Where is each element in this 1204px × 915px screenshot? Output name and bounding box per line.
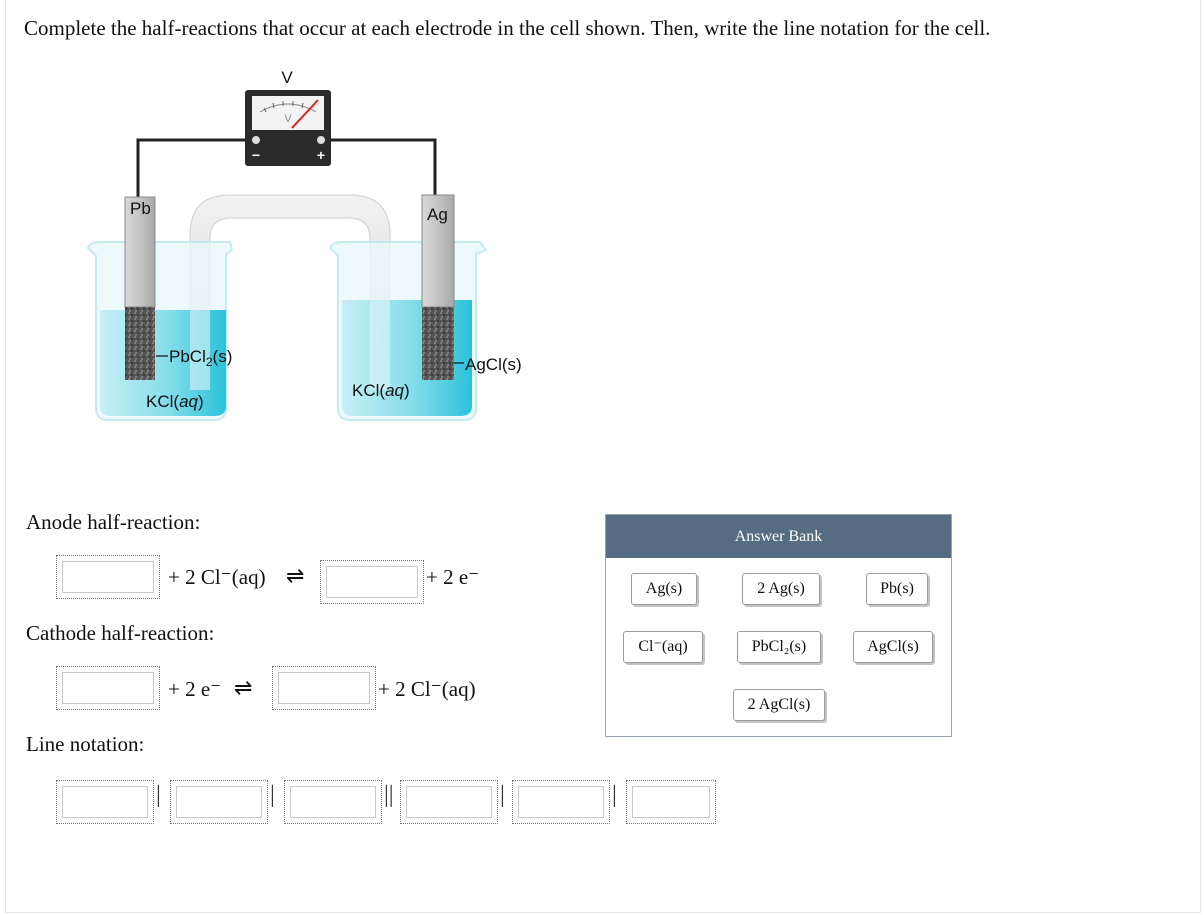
- anode-middle-text: + 2 Cl⁻(aq): [168, 565, 266, 589]
- cathode-tail-text: + 2 Cl⁻(aq): [378, 677, 476, 701]
- ag-label: Ag: [427, 205, 448, 224]
- phase-boundary-3: |: [500, 782, 505, 808]
- cathode-equilibrium-arrow: ⇌: [234, 675, 253, 700]
- tile-cl-aq[interactable]: Cl⁻(aq): [623, 631, 703, 663]
- line-notation-slot-6[interactable]: [626, 780, 716, 824]
- line-notation-slot-3[interactable]: [284, 780, 382, 824]
- phase-boundary-1: |: [156, 782, 161, 808]
- tile-2agcl-s[interactable]: 2 AgCl(s): [733, 689, 825, 721]
- anode-equilibrium-arrow: ⇌: [286, 563, 305, 588]
- pbcl2-label: PbCl2(s): [169, 347, 232, 369]
- anode-reactant-drop[interactable]: [56, 555, 160, 599]
- voltmeter-label: V: [281, 68, 293, 87]
- line-notation-slot-4[interactable]: [400, 780, 498, 824]
- line-notation-slot-5[interactable]: [512, 780, 610, 824]
- answer-bank-title: Answer Bank: [606, 515, 951, 558]
- meter-needle: [291, 99, 319, 129]
- line-notation-slot-2[interactable]: [170, 780, 268, 824]
- plus-terminal: +: [317, 147, 325, 163]
- cathode-reactant-drop[interactable]: [56, 666, 160, 710]
- line-notation-slot-1[interactable]: [56, 780, 154, 824]
- salt-bridge-symbol: ||: [384, 782, 394, 808]
- cell-diagram: V V − + Pb Ag PbCl: [86, 68, 522, 421]
- anode-label: Anode half-reaction:: [26, 510, 201, 534]
- anode-product-drop[interactable]: [320, 560, 424, 604]
- answer-bank: Answer Bank Ag(s) 2 Ag(s) Pb(s) Cl⁻(aq) …: [605, 514, 952, 737]
- tile-pbcl2-s[interactable]: PbCl₂(s): [737, 631, 821, 663]
- agcl-label: AgCl(s): [465, 355, 522, 374]
- line-notation-label: Line notation:: [26, 732, 145, 756]
- tile-agcl-s[interactable]: AgCl(s): [853, 631, 933, 663]
- ag-electrode: Ag: [421, 194, 455, 380]
- pb-label: Pb: [130, 199, 151, 218]
- pb-electrode: Pb: [124, 196, 156, 380]
- minus-terminal: −: [252, 147, 260, 163]
- question-frame: [5, 0, 1201, 913]
- phase-boundary-4: |: [612, 782, 617, 808]
- anode-tail-text: + 2 e⁻: [426, 565, 480, 589]
- tile-ag-s[interactable]: Ag(s): [631, 573, 697, 605]
- wire-left: [136, 138, 245, 200]
- cathode-product-drop[interactable]: [272, 666, 376, 710]
- tile-pb-s[interactable]: Pb(s): [866, 573, 928, 605]
- wire-right: [330, 138, 437, 200]
- phase-boundary-2: |: [270, 782, 275, 808]
- voltmeter: V V − +: [245, 68, 331, 166]
- cathode-middle-text: + 2 e⁻: [168, 677, 222, 701]
- question-text: Complete the half-reactions that occur a…: [24, 16, 991, 40]
- left-kcl-label: KCl(aq): [146, 392, 204, 411]
- right-kcl-label: KCl(aq): [352, 381, 410, 400]
- cathode-label: Cathode half-reaction:: [26, 621, 215, 645]
- tile-2ag-s[interactable]: 2 Ag(s): [742, 573, 820, 605]
- meter-v-label: V: [284, 113, 292, 125]
